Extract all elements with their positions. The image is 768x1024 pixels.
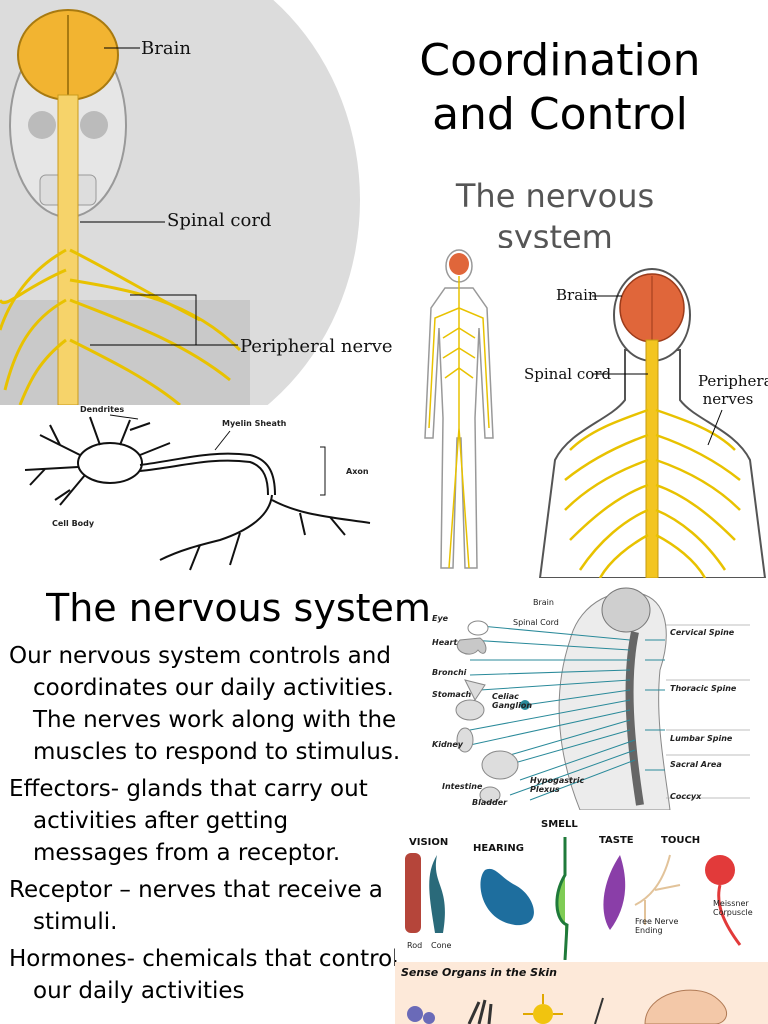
label-thoracic: Thoracic Spine <box>670 684 737 693</box>
skin-sense-figure: Sense Organs in the Skin <box>395 962 768 1024</box>
label-cone: Cone <box>431 941 452 950</box>
skin-receptors-illustration <box>407 989 727 1024</box>
head-skeleton-illustration <box>0 0 360 405</box>
label-lumbar: Lumbar Spine <box>670 734 733 743</box>
slide-subtitle: The nervous system <box>455 177 655 248</box>
sensory-receptors-figure: VISION HEARING SMELL TASTE TOUCH Rod Con… <box>395 815 768 960</box>
full-body-figure <box>415 248 505 578</box>
label-cervical: Cervical Spine <box>670 628 735 637</box>
label-myelin-sheath: Myelin Sheath <box>222 419 287 428</box>
label-sacral: Sacral Area <box>670 760 722 769</box>
back-nerves-illustration <box>538 268 767 578</box>
label-back-spinal-cord: Spinal cord <box>524 365 612 383</box>
list-item: Our nervous system controls and coordina… <box>9 643 401 765</box>
label-bladder: Bladder <box>472 798 508 807</box>
list-item: Receptor – nerves that receive a stimuli… <box>9 877 383 935</box>
spine-organs-figure: Brain Spinal Cord Eye Heart Bronchi Stom… <box>430 580 768 810</box>
label-coccyx: Coccyx <box>670 792 702 801</box>
label-axon: Axon <box>346 467 369 476</box>
label-touch: TOUCH <box>661 835 701 846</box>
label-peripheral-nerve: Peripheral nerve <box>240 336 393 357</box>
slide-title: Coordination and Control <box>419 35 701 140</box>
label-brain: Brain <box>141 38 191 59</box>
neuron-illustration <box>24 414 371 571</box>
label-smell: SMELL <box>541 819 578 830</box>
label-back-brain: Brain <box>556 286 598 304</box>
label-hearing: HEARING <box>473 843 524 854</box>
label-stomach: Stomach <box>432 690 472 699</box>
label-eye: Eye <box>432 614 449 623</box>
label-spinal-cord: Spinal cord <box>167 210 272 231</box>
label-spine-cord: Spinal Cord <box>513 618 559 627</box>
label-kidney: Kidney <box>432 740 464 749</box>
label-meissner: Meissner Corpuscle <box>713 899 753 917</box>
label-bronchi: Bronchi <box>432 668 467 677</box>
back-nerves-figure: Brain Spinal cord Peripheral nerves <box>510 260 768 578</box>
list-item: Effectors- glands that carry out activit… <box>9 776 368 866</box>
neuron-figure: Dendrites Myelin Sheath Axon Cell Body <box>0 405 400 575</box>
label-cell-body: Cell Body <box>52 519 95 528</box>
skin-figure-title: Sense Organs in the Skin <box>401 966 557 979</box>
label-taste: TASTE <box>599 835 634 846</box>
section-heading: The nervous system <box>46 586 430 630</box>
label-vision: VISION <box>409 837 449 848</box>
label-spine-brain: Brain <box>533 598 554 607</box>
list-item: Hormones- chemicals that control our dai… <box>9 946 399 1004</box>
head-nervous-figure: Brain Spinal cord Peripheral nerve <box>0 0 400 405</box>
label-hypogastric: Hypogastric Plexus <box>530 776 585 794</box>
label-back-peripheral: Peripheral nerves <box>698 372 768 408</box>
body-text-list: Our nervous system controls and coordina… <box>9 640 401 1024</box>
label-celiac: Celiac Ganglion <box>492 692 533 710</box>
spine-organs-illustration <box>455 587 750 810</box>
label-heart: Heart <box>432 638 458 647</box>
label-dendrites: Dendrites <box>80 405 125 414</box>
label-free-nerve: Free Nerve Ending <box>635 917 679 935</box>
sensory-receptors-illustration <box>405 837 742 960</box>
label-rod: Rod <box>407 941 423 950</box>
label-intestine: Intestine <box>442 782 483 791</box>
full-body-illustration <box>424 249 494 569</box>
